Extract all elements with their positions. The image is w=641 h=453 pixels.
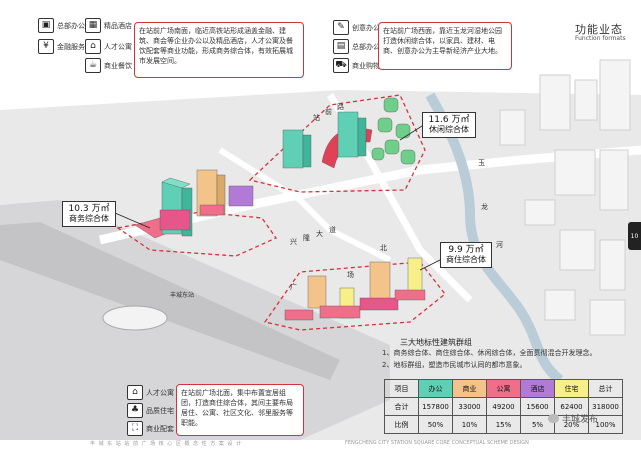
footer-title-cn: 丰 城 东 站 站 前 广 场 核 心 区 概 念 性 方 案 设 计 — [90, 441, 243, 447]
table-header-cell: 办公 — [418, 379, 453, 398]
table-cell: 33000 — [452, 397, 487, 416]
table-row-label: 比例 — [384, 415, 419, 434]
table-header-cell: 住宅 — [554, 379, 589, 398]
road-label: 北 — [380, 244, 387, 252]
table-cell: 49200 — [486, 397, 521, 416]
suitcase-icon: ▣ — [38, 18, 54, 33]
legend-item-dining: ☕ 商业餐饮 — [85, 58, 132, 73]
table-header-cell: 商业 — [452, 379, 487, 398]
watermark: 丰城发布 — [548, 412, 598, 425]
talent-apartment-icon: ⌂ — [85, 39, 101, 54]
talent-apartment-icon: ⌂ — [127, 385, 143, 400]
hotel-icon: ▦ — [85, 18, 101, 33]
road-label: 兴 — [290, 238, 297, 246]
table-cell: 10% — [452, 415, 487, 434]
road-label: 河 — [496, 241, 503, 249]
table-cell: 50% — [418, 415, 453, 434]
leader-leisure — [399, 125, 423, 141]
summary-title: 三大地标性建筑群组 — [400, 338, 472, 347]
wechat-icon — [548, 414, 559, 423]
creative-office-icon: ✎ — [333, 20, 349, 35]
table-header-cell: 公寓 — [486, 379, 521, 398]
table-header-cell: 总计 — [588, 379, 623, 398]
table-header-cell: 项目 — [384, 379, 419, 398]
legend-item-quality-housing: ♣ 品质住宅 — [127, 403, 174, 418]
road-label: 路 — [337, 103, 344, 111]
legend-item-hotel: ▦ 精品酒店 — [85, 18, 132, 33]
shopping-icon: ⛟ — [333, 58, 349, 73]
office-icon: ▤ — [333, 39, 349, 54]
stats-table: 项目 办公 商业 公寓 酒店 住宅 总计 合计 157800 33000 492… — [384, 379, 623, 434]
station-label: 丰城东站 — [170, 292, 195, 299]
road-label: 大 — [316, 230, 323, 238]
table-header-row: 项目 办公 商业 公寓 酒店 住宅 总计 — [384, 379, 623, 398]
road-label: 站 — [313, 114, 320, 122]
road-label: 隆 — [303, 234, 310, 242]
road-label: 玉 — [478, 159, 485, 167]
table-row: 比例 50% 10% 15% 5% 20% 100% — [384, 415, 623, 434]
table-cell: 15% — [486, 415, 521, 434]
finance-icon: ¥ — [38, 39, 54, 54]
quality-housing-icon: ♣ — [127, 403, 143, 418]
road-label: 场 — [347, 271, 354, 279]
callout-residential-complex: 9.9 万㎡ 商住综合体 — [440, 242, 492, 268]
district-business-outline — [116, 211, 277, 257]
residential-complex-buildings — [284, 257, 426, 321]
commercial-facility-icon: ⛶ — [127, 421, 143, 436]
legend-item-finance: ¥ 金融服务 — [38, 39, 85, 54]
table-cell: 100% — [588, 415, 623, 434]
leisure-complex-buildings — [282, 97, 416, 169]
road-station — [218, 147, 392, 263]
road-label: 广 — [290, 283, 297, 291]
page-title: 功能业态 — [575, 23, 623, 36]
table-cell: 157800 — [418, 397, 453, 416]
legend-item-commercial-facility: ⛶ 商业配套 — [127, 421, 174, 436]
legend-item-hq-office: ▣ 总部办公 — [38, 18, 85, 33]
callout-leisure-complex: 11.6 万㎡ 休闲综合体 — [422, 112, 476, 138]
dining-icon: ☕ — [85, 58, 101, 73]
legend-item-talent-apartment: ⌂ 人才公寓 — [85, 39, 132, 54]
background-buildings — [499, 59, 631, 336]
district-leisure-outline — [248, 94, 426, 193]
legend-item-creative-office: ✎ 创意办公 — [333, 20, 380, 35]
table-cell: 5% — [520, 415, 555, 434]
page-number-tab: 10 — [628, 222, 641, 250]
residential-complex-description: 在站前广场北面，集中布置宜居组团，打造商住综合体，其间主要布局居住、公寓、社区文… — [176, 384, 304, 436]
callout-business-complex: 10.3 万㎡ 商务综合体 — [62, 201, 116, 227]
page-subtitle: Function formats — [575, 35, 626, 42]
leisure-complex-description: 在站前广场西面，靠近玉龙河湿地公园打造休闲综合体，以家具、建材、电商、创意办公为… — [378, 22, 512, 70]
business-complex-description: 在站前广场南面，临近高铁站形成涵盖金融、建筑、商会等企业办公以及精品酒店，人才公… — [134, 22, 304, 78]
legend-item-office: ▤ 总部办公 — [333, 39, 380, 54]
business-complex-buildings — [134, 169, 254, 239]
road-label: 前 — [325, 108, 332, 116]
station-roof — [102, 305, 168, 331]
legend-item-talent-apartment-bottom: ⌂ 人才公寓 — [127, 385, 174, 400]
railway-tracks — [0, 222, 340, 380]
table-row-label: 合计 — [384, 397, 419, 416]
summary-notes: 1、商务综合体、商住综合体、休闲综合体，全面贯彻混合开发理念。 2、地标群组，塑… — [382, 349, 597, 369]
leader-business — [114, 212, 151, 229]
footer-title-en: FENGCHENG CITY STATION SQUARE CORE CONCE… — [345, 440, 529, 446]
legend-item-shopping: ⛟ 商业购物 — [333, 58, 380, 73]
road-label: 道 — [329, 226, 336, 234]
table-header-cell: 酒店 — [520, 379, 555, 398]
road-label: 龙 — [481, 203, 488, 211]
